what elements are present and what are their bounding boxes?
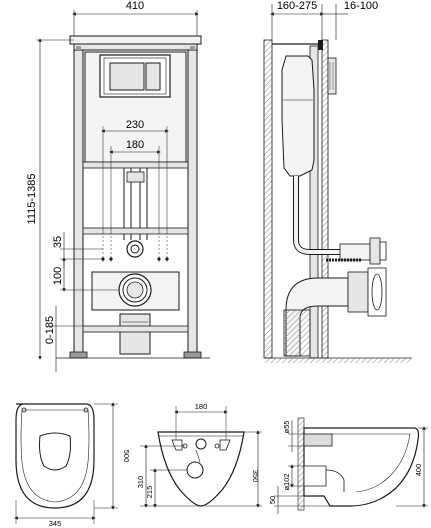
bowl-side-view: ø55 ø102 50 400 xyxy=(268,417,428,514)
bowl-top-view: 500 345 xyxy=(14,402,131,528)
dim-wall-distance: 160-275 xyxy=(277,0,317,12)
frame-left-post xyxy=(73,39,84,359)
bowl-back-view: 180 310 215 350 xyxy=(136,402,262,508)
bowl-side-profile xyxy=(303,427,420,507)
dim-bowl-width: 345 xyxy=(49,519,62,528)
dim-180: 180 xyxy=(126,139,144,151)
dim-outlet-height: 215 xyxy=(145,486,154,499)
dim-35: 35 xyxy=(52,236,64,248)
dim-230: 230 xyxy=(126,119,144,131)
back-outlet-hole xyxy=(186,461,204,479)
dim-foot-adjust: 0-185 xyxy=(44,316,56,344)
front-view: 410 1115-1385 230 180 35 100 0-185 xyxy=(26,0,210,372)
front-panel xyxy=(321,39,329,359)
dim-bottom-offset: 50 xyxy=(268,496,277,504)
dim-height-range: 1115-1385 xyxy=(26,174,38,225)
dim-width-410: 410 xyxy=(126,0,144,12)
frame-right-post xyxy=(187,39,198,359)
dim-front-offset: 16-100 xyxy=(344,0,378,12)
dim-bowl-height: 400 xyxy=(414,464,423,477)
flush-button-small xyxy=(145,62,161,91)
cistern-profile xyxy=(281,55,315,177)
side-view: 160-275 16-100 xyxy=(263,0,412,363)
dim-bolt-spacing: 180 xyxy=(195,402,208,411)
dim-outlet-diameter: ø102 xyxy=(282,473,291,490)
flush-button-large xyxy=(109,62,145,91)
dim-side-height: 350 xyxy=(251,470,260,483)
back-inlet-hole xyxy=(195,438,207,450)
dim-100: 100 xyxy=(52,267,64,285)
back-wall xyxy=(263,39,273,359)
dim-inlet-diameter: ø55 xyxy=(282,421,291,434)
bowl-seat xyxy=(39,432,71,471)
dim-inlet-height: 310 xyxy=(136,476,145,489)
dim-bowl-depth: 500 xyxy=(122,450,131,463)
